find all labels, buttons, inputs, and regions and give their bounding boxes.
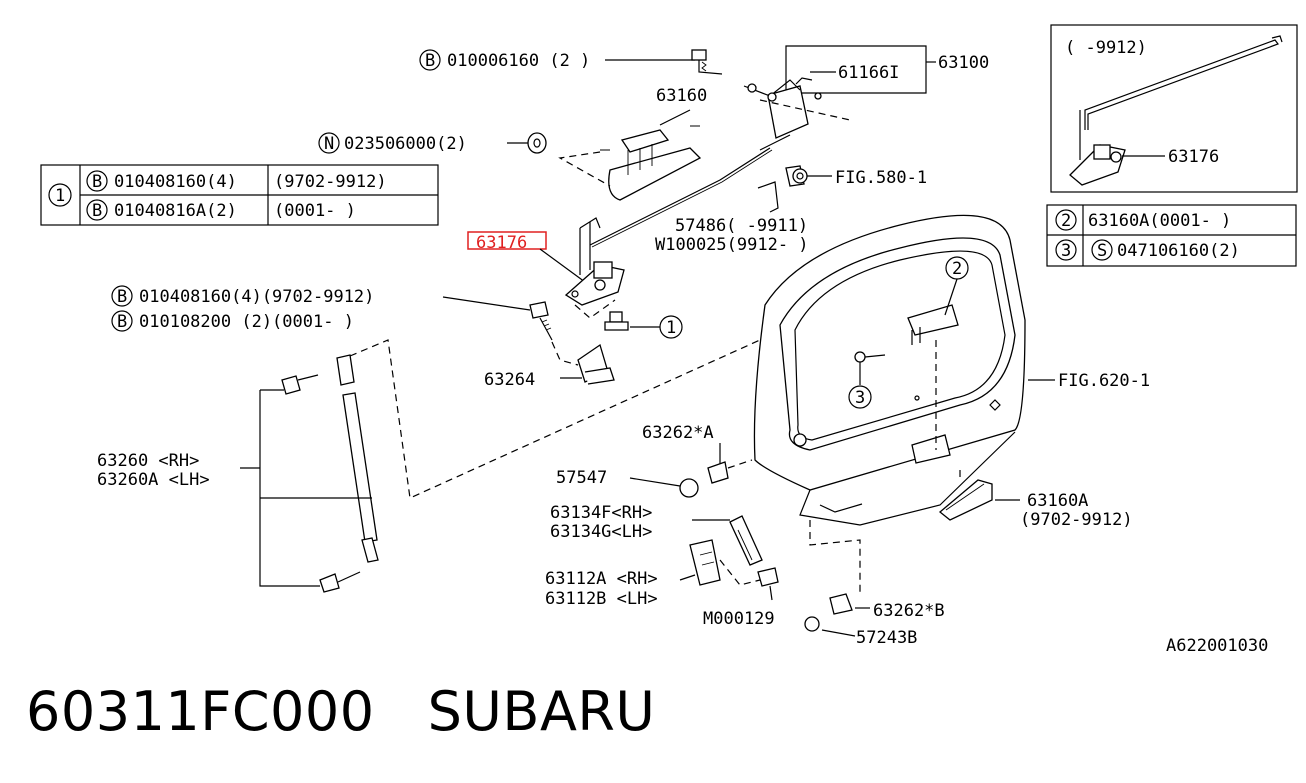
table-left: 1 B 010408160(4) (9702-9912) B 01040816A…: [40, 164, 439, 226]
table-right-num-2: 2: [1061, 211, 1071, 231]
label-fig580: FIG.580-1: [835, 168, 927, 188]
bolt-marker-1: 1: [604, 311, 683, 339]
callout-63262b-57243b: 63262*B 57243B: [804, 520, 945, 648]
callout-63262a-57547: 63262*A 57547: [556, 423, 753, 498]
label-inset-range: ( -9912): [1065, 38, 1147, 58]
bolt-top: [691, 49, 723, 75]
label-63260: 63260 <RH>: [97, 451, 199, 471]
label-57547: 57547: [556, 468, 607, 488]
svg-text:B: B: [117, 312, 127, 332]
dash-handle: [558, 151, 611, 187]
label-inset-63176: 63176: [1168, 147, 1219, 167]
table-left-range-2: (0001- ): [274, 201, 356, 221]
highlight-63176: 63176: [467, 231, 586, 283]
lock-actuator: [743, 77, 851, 151]
brand-name: SUBARU: [427, 680, 656, 743]
callout-57486: 57486( -9911) W100025(9912- ): [655, 181, 809, 255]
bolt-left: [529, 301, 553, 341]
table-right-num-3: 3: [1061, 241, 1071, 261]
label-57243b: 57243B: [856, 628, 917, 648]
striker-63264: 63264: [484, 343, 615, 390]
table-left-range-1: (9702-9912): [274, 172, 387, 192]
marker-one-bolt: 1: [666, 318, 676, 338]
label-010006160: 010006160 (2 ): [447, 51, 590, 71]
table-right-text-1: 63160A(0001- ): [1088, 211, 1231, 231]
table-right: 2 63160A(0001- ) 3 S 047106160(2): [1046, 204, 1297, 267]
gas-strut: 63260 <RH> 63260A <LH>: [97, 354, 379, 593]
callout-023506000: N 023506000(2): [318, 132, 547, 154]
marker-three: 3: [855, 388, 865, 408]
diagram-code: A622001030: [1166, 636, 1268, 656]
label-63260a: 63260A <LH>: [97, 470, 210, 490]
label-63262a: 63262*A: [642, 423, 714, 443]
label-023506000: 023506000(2): [344, 134, 467, 154]
label-63100: 63100: [938, 53, 989, 73]
garnish-63160a: 63160A (9702-9912): [938, 470, 1133, 530]
table-right-text-2: 047106160(2): [1117, 241, 1240, 261]
label-fig620: FIG.620-1: [1058, 371, 1150, 391]
label-63176-highlight: 63176: [476, 233, 527, 253]
label-63262b: 63262*B: [873, 601, 945, 621]
label-m000129: M000129: [703, 609, 775, 629]
callout-010408160-010108200: B 010408160(4)(9702-9912) B 010108200 (2…: [111, 285, 531, 332]
label-63160a-range: (9702-9912): [1020, 510, 1133, 530]
svg-text:B: B: [92, 201, 102, 221]
label-63134g: 63134G<LH>: [550, 522, 652, 542]
label-63160a: 63160A: [1027, 491, 1088, 511]
dash-strut: [349, 339, 761, 499]
label-010408160-b: 010408160(4)(9702-9912): [139, 287, 374, 307]
label-63134f: 63134F<RH>: [550, 503, 652, 523]
svg-text:B: B: [92, 172, 102, 192]
marker-n: N: [324, 134, 334, 154]
callout-63134-63112: 63134F<RH> 63134G<LH> 63112A <RH> 63112B…: [545, 503, 763, 609]
label-63112a: 63112A <RH>: [545, 569, 658, 589]
marker-s: S: [1097, 241, 1107, 261]
callout-010006160: B 010006160 (2 ): [419, 49, 695, 71]
marker-two: 2: [952, 259, 962, 279]
label-63160: 63160: [656, 86, 707, 106]
latch-assembly: [564, 217, 625, 306]
marker-b: B: [425, 51, 435, 71]
label-63112b: 63112B <LH>: [545, 589, 658, 609]
label-61166i: 61166I: [838, 63, 899, 83]
part-number: 60311FC000: [26, 680, 375, 743]
callout-63100: 63100 61166I: [785, 45, 989, 94]
label-010108200: 010108200 (2)(0001- ): [139, 312, 354, 332]
tailgate: FIG.620-1 2 3: [753, 214, 1150, 526]
svg-text:B: B: [117, 287, 127, 307]
label-57486: 57486( -9911): [675, 216, 808, 236]
label-63264: 63264: [484, 370, 535, 390]
callout-fig580: FIG.580-1: [785, 165, 927, 188]
table-left-part-1: 010408160(4): [114, 172, 237, 192]
inset-panel: ( -9912) 63176: [1050, 24, 1298, 193]
callout-m000129: M000129: [703, 567, 779, 629]
footer-caption: 60311FC000 SUBARU: [26, 680, 655, 743]
outer-handle: [600, 109, 702, 201]
label-w100025: W100025(9912- ): [655, 235, 809, 255]
table-left-num: 1: [55, 186, 65, 206]
rod: [589, 147, 771, 246]
table-left-part-2: 01040816A(2): [114, 201, 237, 221]
